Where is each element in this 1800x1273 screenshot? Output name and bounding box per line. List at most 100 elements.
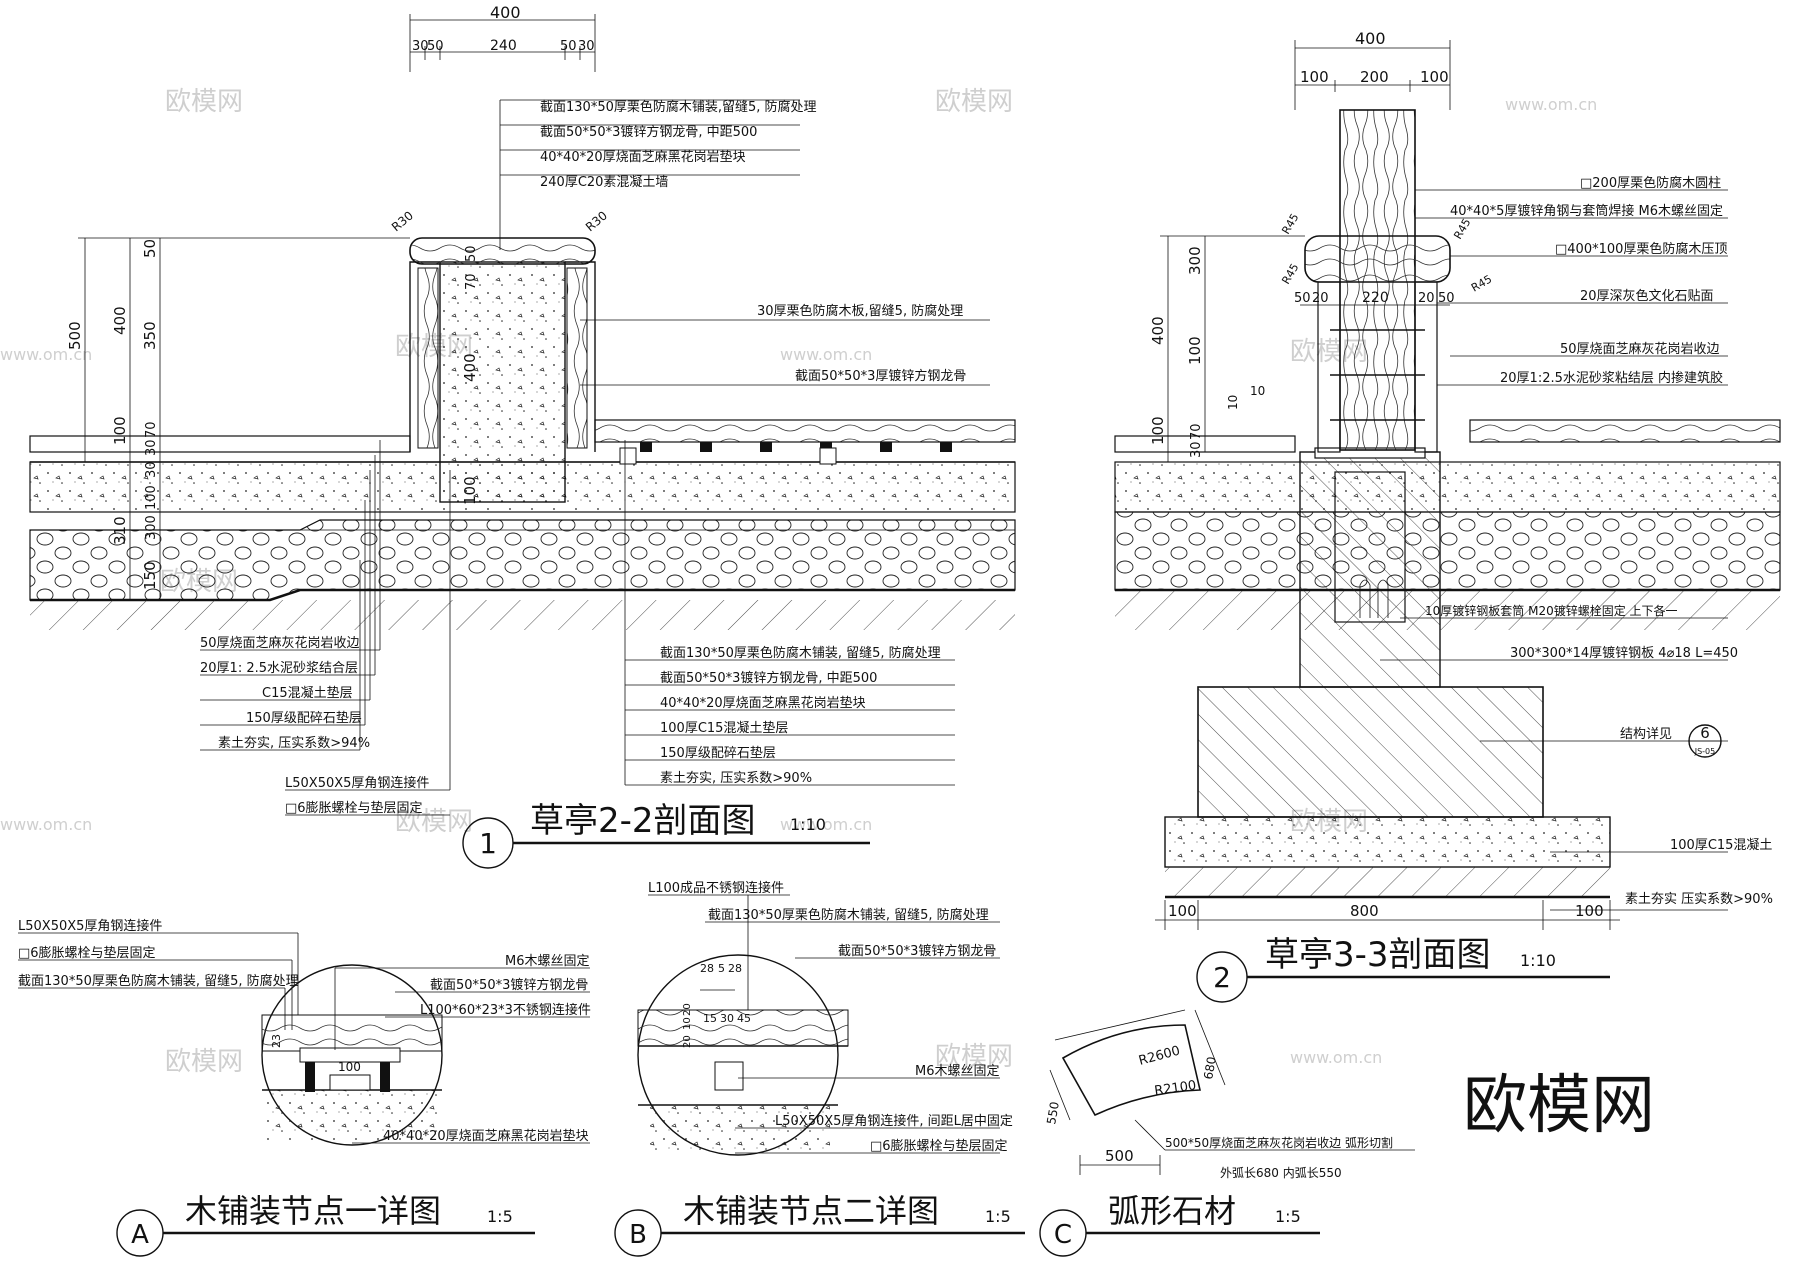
watermark-url: www.om.cn <box>1290 1048 1382 1067</box>
annotation: □6膨胀螺栓与垫层固定 <box>285 800 423 816</box>
dim: 28 <box>700 962 714 975</box>
annotation: 500*50厚烧面芝麻灰花岗岩收边 弧形切割 <box>1165 1135 1393 1150</box>
watermark-url: www.om.cn <box>1505 95 1597 114</box>
leaders <box>18 932 590 1144</box>
annotation: 素土夯实, 压实系数>94% <box>218 736 370 751</box>
dim: 100 <box>1186 336 1204 365</box>
detail-title: 木铺装节点一详图 <box>185 1192 441 1230</box>
detail-title: 弧形石材 <box>1108 1192 1236 1230</box>
footing <box>1197 686 1544 818</box>
watermark-brand: 欧模网 <box>165 87 243 117</box>
annotation: 截面50*50*3镀锌方钢龙骨 <box>838 943 996 959</box>
annotation: 30厚栗色防腐木板,留缝5, 防腐处理 <box>757 303 963 319</box>
dim: R2600 <box>1137 1043 1182 1068</box>
annotation: M6木螺丝固定 <box>505 954 590 969</box>
dim: 30 <box>144 461 159 478</box>
annotation: 50厚烧面芝麻灰花岗岩收边 <box>200 635 360 651</box>
dim: 20 <box>1418 291 1435 306</box>
dim: 28 <box>728 962 742 975</box>
dim: 240 <box>490 38 517 54</box>
watermark-url: www.om.cn <box>780 815 872 834</box>
annotation: □400*100厚栗色防腐木压顶 <box>1555 241 1727 257</box>
watermark-url: www.om.cn <box>780 345 872 364</box>
radius-label: R45 <box>1279 261 1301 286</box>
annotation: C15混凝土垫层 <box>262 685 353 701</box>
dim: 400 <box>1149 316 1167 345</box>
annotation: L50X50X5厚角钢连接件 <box>18 918 162 934</box>
dim: 50 <box>1294 291 1311 306</box>
concrete-wall <box>439 261 566 503</box>
annotation: 截面50*50*3镀锌方钢龙骨, 中距500 <box>540 124 757 140</box>
dim: 30 <box>1189 441 1204 458</box>
watermark-url: www.om.cn <box>0 345 92 364</box>
dim: 30 <box>144 439 159 456</box>
annotation: 截面130*50厚栗色防腐木铺装, 留缝5, 防腐处理 <box>660 645 941 661</box>
dim: 50 <box>427 39 444 54</box>
leaders <box>648 894 1000 1154</box>
annotation: 50厚烧面芝麻灰花岗岩收边 <box>1560 341 1720 357</box>
radius-label: R30 <box>583 208 610 234</box>
detail-b: 28 5 28 15 30 45 20 10 20 L100成品不锈钢连接件 截… <box>614 880 1025 1257</box>
dim: R2100 <box>1153 1078 1197 1099</box>
detail-title: 木铺装节点二详图 <box>683 1192 939 1230</box>
annotation: 截面50*50*3镀锌方钢龙骨, 中距500 <box>660 670 877 686</box>
dim-total: 400 <box>1355 29 1386 48</box>
dim: 70 <box>1189 423 1204 440</box>
dim: 350 <box>141 321 159 350</box>
radius-label: R45 <box>1469 273 1494 295</box>
dim: 680 <box>1201 1056 1219 1081</box>
annotation: 结构详见 <box>1620 727 1672 742</box>
dim: 20 <box>682 1003 693 1016</box>
dim: 30 <box>720 1012 734 1025</box>
detail-letter: A <box>131 1220 149 1250</box>
annotation: 100厚C15混凝土垫层 <box>660 720 788 736</box>
dim: 70 <box>464 273 479 290</box>
detail-scale: 1:5 <box>985 1207 1011 1226</box>
dim: 50 <box>1438 291 1455 306</box>
detail-circle <box>261 964 443 1146</box>
annotation: 20厚1:2.5水泥砂浆粘结层 内掺建筑胶 <box>1500 370 1723 386</box>
detail-c: R2600 R2100 680 550 500 500*50厚烧面芝麻灰花岗岩收… <box>1039 1009 1415 1257</box>
annotation: 素土夯实, 压实系数>90% <box>660 771 812 786</box>
dim: 100 <box>111 416 129 445</box>
footing-slab <box>1164 816 1611 868</box>
deck-joists <box>619 442 952 465</box>
watermark-url: www.om.cn <box>0 815 92 834</box>
dim: 100 <box>1300 68 1329 86</box>
annotation: 300*300*14厚镀锌钢板 4⌀18 L=450 <box>1510 645 1738 661</box>
logo-watermark: 欧模网 <box>1463 1069 1655 1143</box>
annotation: L100*60*23*3不锈钢连接件 <box>420 1002 591 1018</box>
section-2-2: 400 30 50 240 50 30 R30 R30 500 400 100 … <box>29 3 1016 869</box>
annotation: M6木螺丝固定 <box>915 1064 1000 1079</box>
detail-letter: B <box>629 1220 647 1250</box>
bolts <box>1330 329 1425 421</box>
dim: 310 <box>111 516 129 545</box>
annotation: 截面130*50厚栗色防腐木铺装, 留缝5, 防腐处理 <box>708 907 989 923</box>
detail-ref-number: 6 <box>1700 724 1710 742</box>
section-title: 草亭3-3剖面图 <box>1265 935 1491 975</box>
detail-letter: C <box>1054 1220 1072 1250</box>
dim: 100 <box>1575 902 1604 920</box>
dim: 30 <box>578 39 595 54</box>
dim: 5 <box>718 962 725 975</box>
annotation: 截面130*50厚栗色防腐木铺装, 留缝5, 防腐处理 <box>18 973 299 989</box>
wood-coping <box>409 237 596 265</box>
watermark-brand: 欧模网 <box>165 1047 243 1077</box>
annotation: 240厚C20素混凝土墙 <box>540 174 668 190</box>
wood-deck <box>594 419 1016 443</box>
dim: 500 <box>1105 1147 1134 1165</box>
annotation: □200厚栗色防腐木圆柱 <box>1580 175 1721 191</box>
right-leaders <box>624 440 955 786</box>
dim: 10 <box>1250 384 1265 398</box>
annotation: □6膨胀螺栓与垫层固定 <box>18 945 156 961</box>
radius-label: R30 <box>389 208 416 234</box>
gravel-layer <box>29 519 1016 601</box>
watermark-brand: 欧模网 <box>395 807 473 837</box>
dim: 50 <box>141 239 159 258</box>
section-number: 1 <box>479 827 497 860</box>
arc-stone <box>1061 1024 1201 1117</box>
dim: 23 <box>270 1034 283 1048</box>
section-scale: 1:10 <box>1520 951 1556 970</box>
earth-hatch <box>30 600 1015 630</box>
dim: 70 <box>144 421 159 438</box>
